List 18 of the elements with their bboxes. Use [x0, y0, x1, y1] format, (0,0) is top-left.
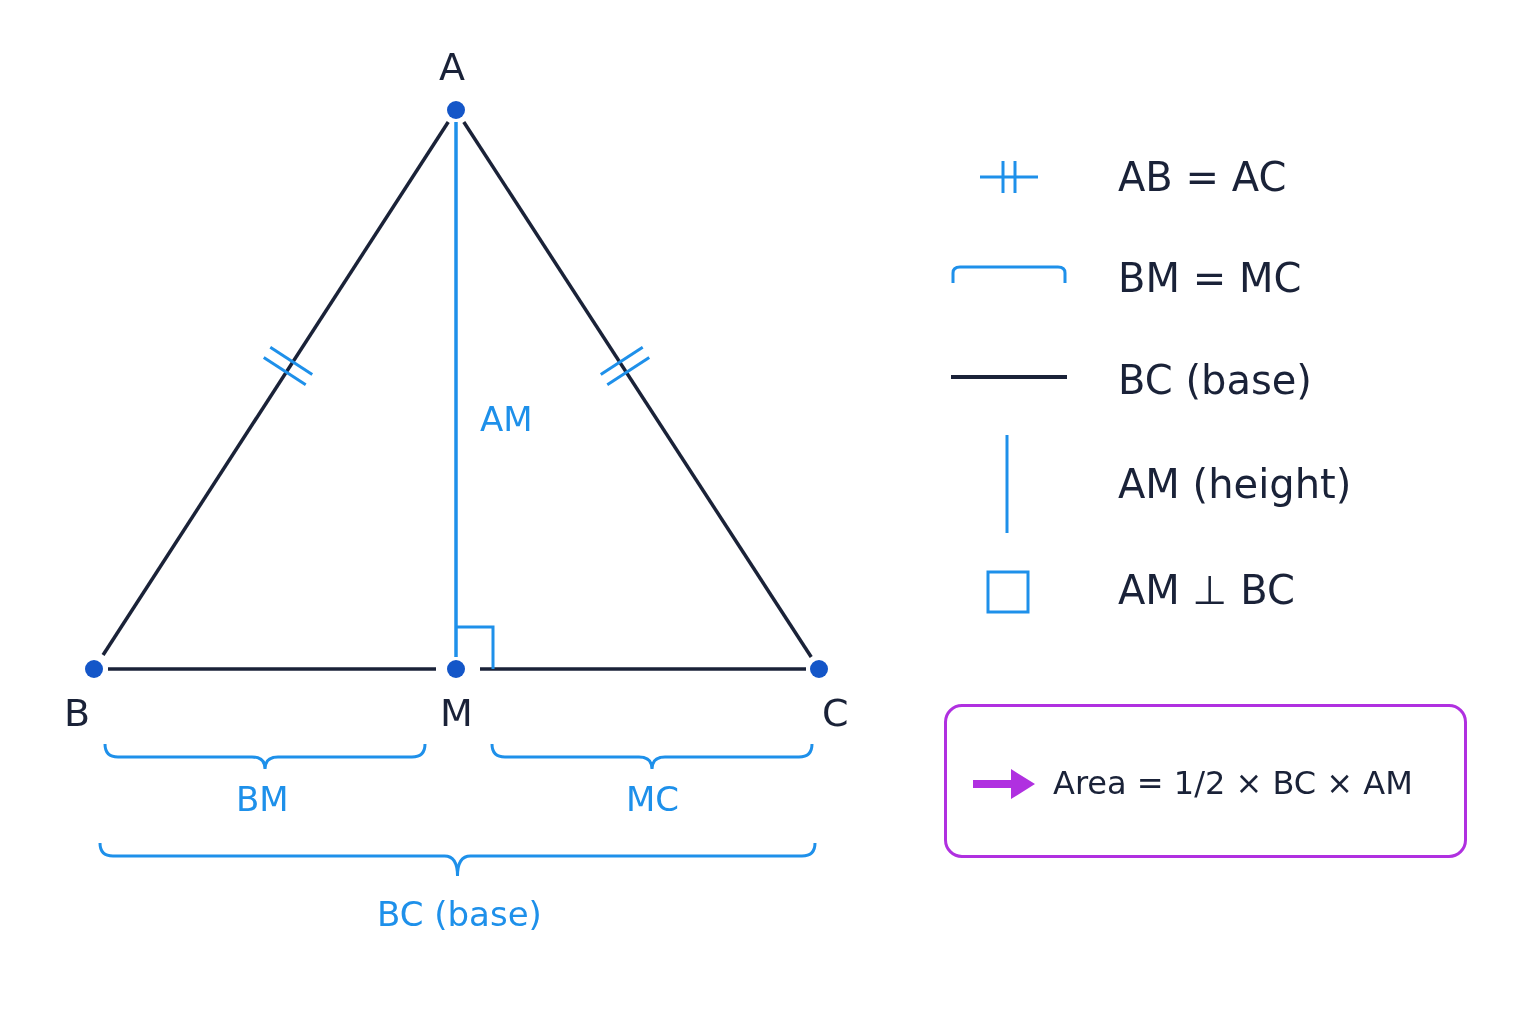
legend-text: BC (base): [1118, 360, 1312, 400]
legend-text: BM = MC: [1118, 258, 1302, 298]
point-label: M: [440, 694, 473, 732]
legend-text: AM ⊥ BC: [1118, 570, 1295, 610]
legend-text: AB = AC: [1118, 157, 1287, 197]
height-line: [454, 122, 458, 657]
area-formula: Area = 1/2 × BC × AM: [1053, 767, 1413, 799]
triangle-side: [462, 121, 813, 658]
formula-box: [944, 704, 1467, 858]
dimension-label: BC (base): [377, 897, 542, 931]
point-label: C: [822, 694, 849, 732]
dimension-label: BM: [236, 782, 289, 816]
point-label: A: [439, 48, 465, 86]
triangle-side: [480, 667, 806, 671]
point-label: B: [64, 694, 91, 732]
triangle-side: [101, 121, 450, 656]
triangle-side: [108, 667, 436, 671]
dimension-label: MC: [626, 782, 680, 816]
